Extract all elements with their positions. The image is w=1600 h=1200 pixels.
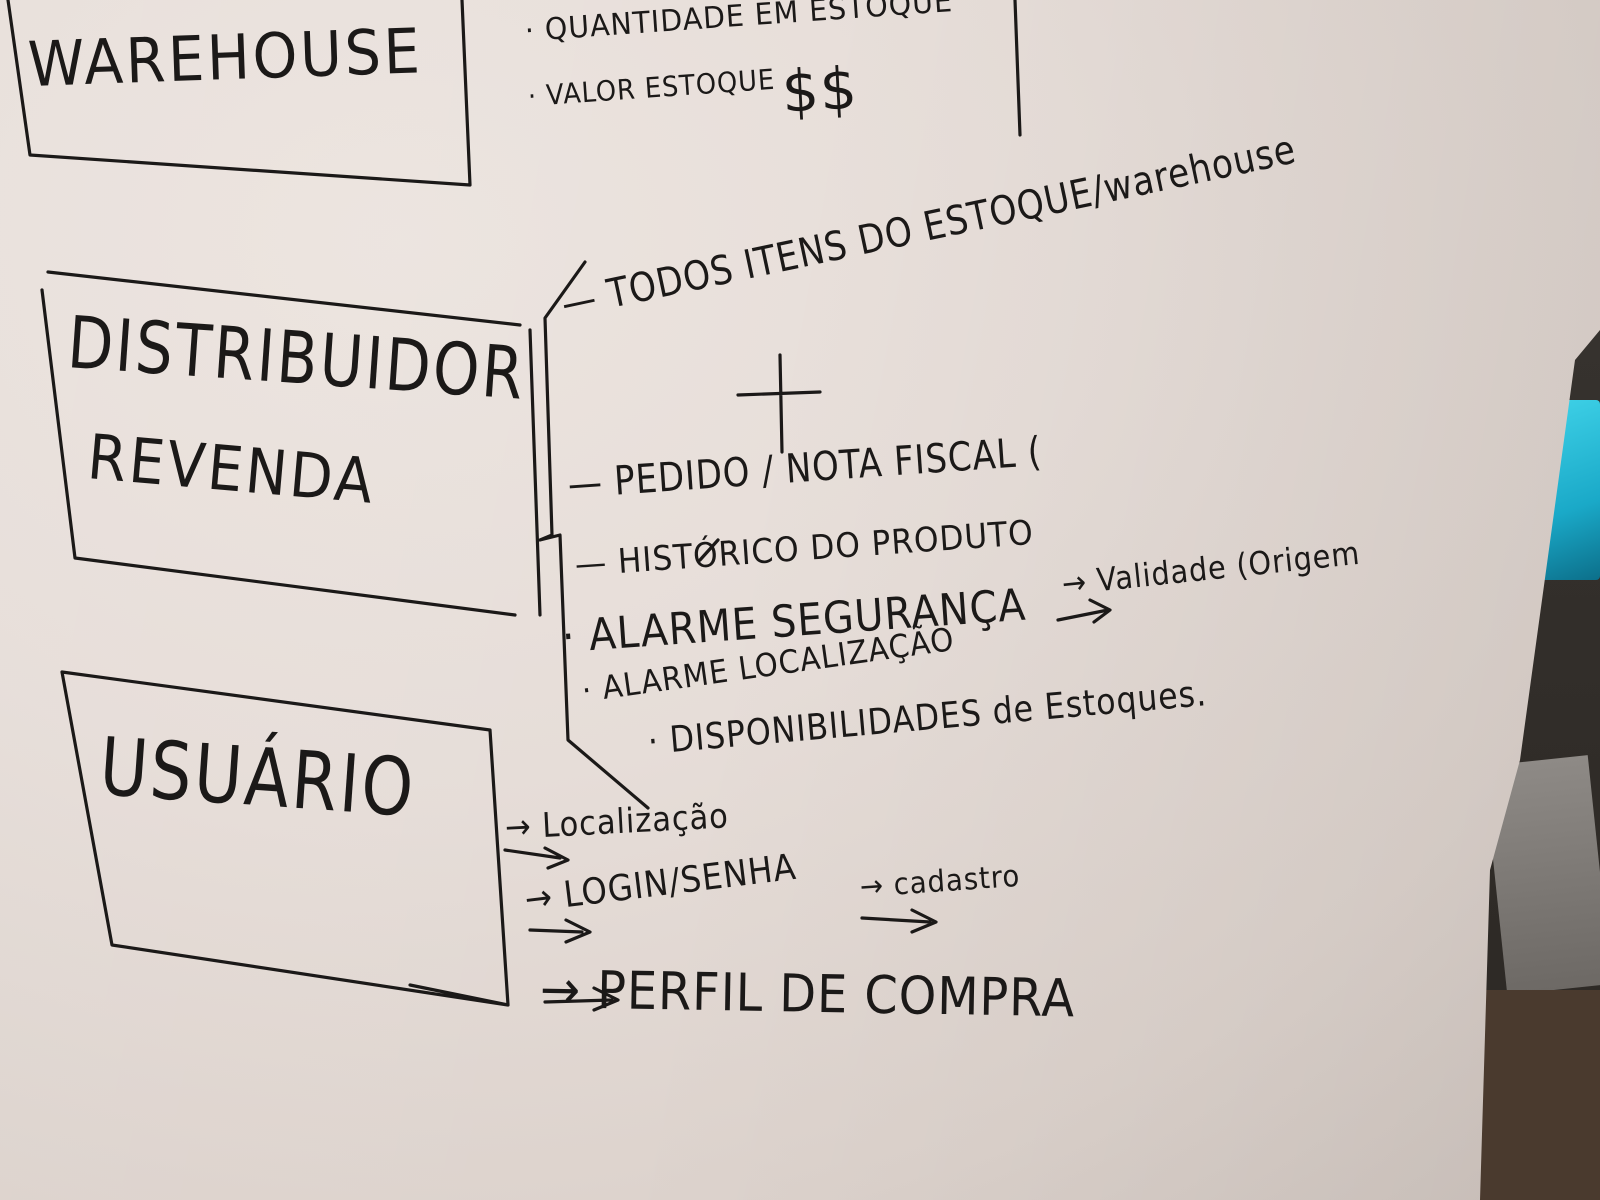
usuario-item-perfil: → PERFIL DE COMPRA — [539, 960, 1076, 1030]
arrow-cadastro — [860, 908, 938, 934]
arrow-localizacao — [503, 846, 570, 870]
nota-fiscal-slash — [698, 538, 720, 562]
arrow-validade — [1056, 598, 1112, 624]
usuario-box — [60, 670, 510, 1007]
distribuidor-bracket — [538, 260, 650, 810]
item-plus-hidden: + — [0, 0, 2, 1]
arrow-perfil — [543, 986, 620, 1012]
warehouse-item-dollar: $$ — [780, 54, 860, 126]
arrow-login — [528, 918, 592, 944]
top-divider-line — [1013, 0, 1022, 137]
warehouse-box — [6, 0, 472, 187]
warehouse-title: WAREHOUSE — [26, 14, 424, 101]
plus-sign — [736, 353, 822, 454]
distribuidor-box — [40, 270, 542, 617]
